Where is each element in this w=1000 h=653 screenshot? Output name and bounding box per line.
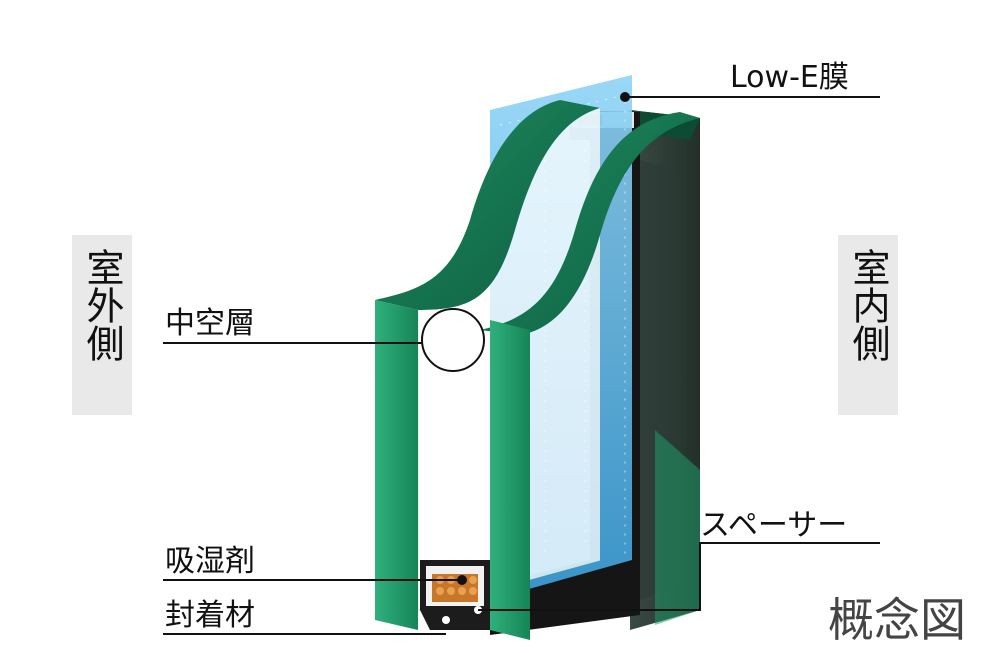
sealant-label: 封着材: [165, 598, 255, 633]
indoor-side-label: 室内側: [846, 248, 890, 362]
desiccant-label: 吸湿剤: [165, 544, 255, 579]
hollow-layer-label: 中空層: [165, 306, 255, 341]
spacer-label: スペーサー: [700, 508, 848, 543]
lowe-film-label: Low-E膜: [730, 60, 849, 95]
leader-lines: [163, 92, 880, 635]
indoor-side-panel: [838, 235, 898, 415]
bottom-spacer-block: [420, 560, 490, 630]
outdoor-side-panel: [72, 235, 132, 415]
outdoor-glass-pane: [375, 100, 700, 640]
concept-diagram-note: 概念図: [828, 593, 966, 647]
outdoor-side-label: 室外側: [80, 248, 124, 362]
hollow-layer-marker: [421, 308, 485, 372]
